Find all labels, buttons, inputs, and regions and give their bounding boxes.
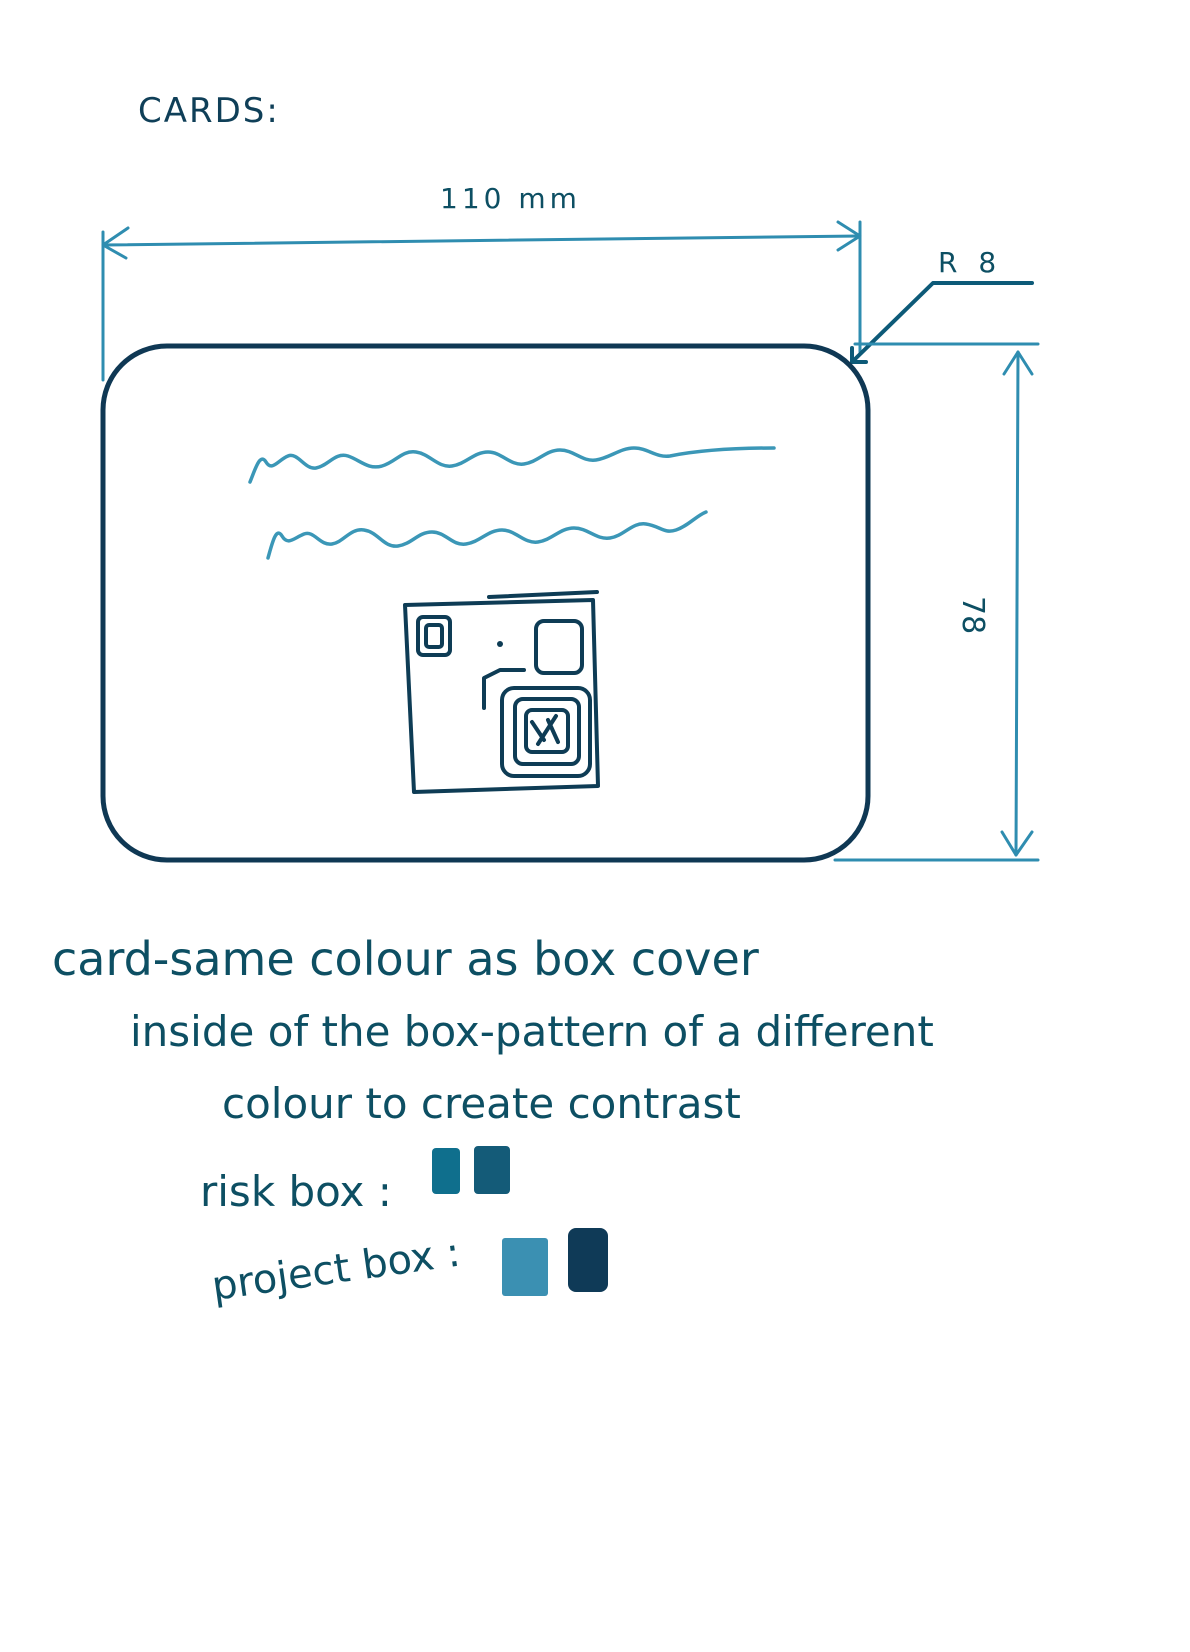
radius-dimension: R 8 — [850, 246, 1034, 364]
width-dimension: 110 mm — [101, 182, 862, 382]
project-box-label: project box : — [209, 1230, 463, 1310]
dot-mark — [497, 641, 503, 647]
risk-box-swatch-1 — [432, 1148, 460, 1194]
note-line-2: inside of the box-pattern of a different — [130, 1007, 934, 1056]
project-box-swatch-1 — [502, 1238, 548, 1296]
note-line-3: colour to create contrast — [222, 1079, 741, 1128]
height-dimension: 78 — [833, 342, 1040, 862]
card-outline — [100, 343, 871, 863]
project-box-swatch-2 — [568, 1228, 608, 1292]
height-label: 78 — [955, 596, 990, 634]
page-title: CARDS: — [138, 91, 280, 131]
wavy-lines-icon — [248, 446, 776, 560]
risk-box-label: risk box : — [200, 1167, 392, 1216]
radius-label: R 8 — [938, 246, 1002, 279]
note-line-1: card-same colour as box cover — [52, 932, 759, 986]
pattern-sketch-icon — [403, 590, 600, 794]
risk-box-swatch-2 — [474, 1146, 510, 1194]
width-label: 110 mm — [440, 182, 581, 215]
